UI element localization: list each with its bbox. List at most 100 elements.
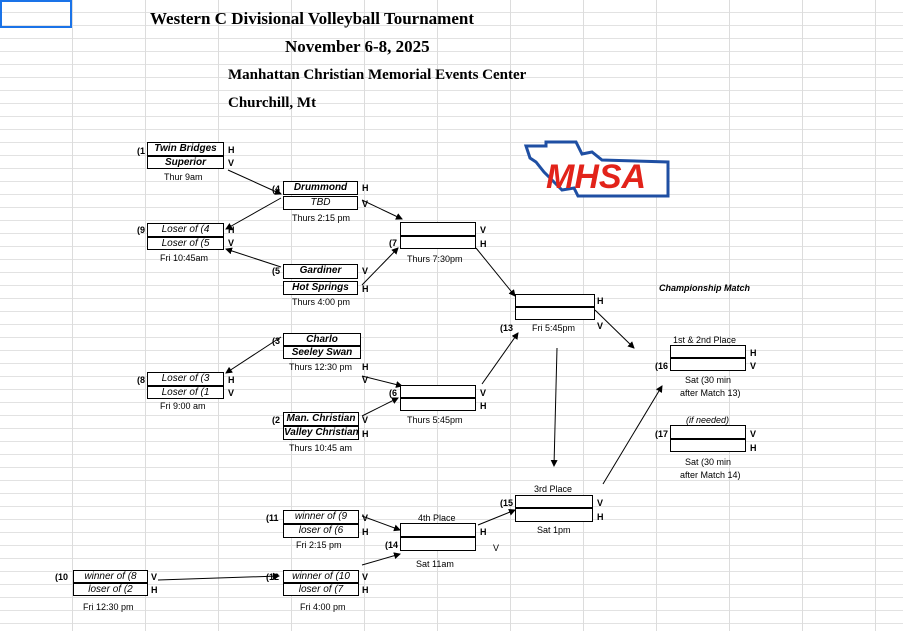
match-14-number: (14 [385, 540, 399, 550]
match-7-bottom-hv: H [480, 239, 487, 249]
match-17-bottom-slot[interactable] [670, 439, 746, 452]
match-12-bottom-team[interactable]: loser of (7 [283, 583, 359, 596]
match-15-top-slot[interactable] [515, 495, 593, 508]
match-14-top-slot[interactable] [400, 523, 476, 537]
match-17-time: Sat (30 min [685, 457, 732, 467]
match-7-bottom-slot[interactable] [400, 236, 476, 249]
match-8-top-team[interactable]: Loser of (3 [147, 372, 224, 386]
match-16-top-hv: H [750, 348, 757, 358]
match-15-bottom-slot[interactable] [515, 508, 593, 522]
match-1-top-hv: H [228, 145, 235, 155]
match-6-top-slot[interactable] [400, 385, 476, 398]
match-16-label: 1st & 2nd Place [673, 335, 737, 345]
match-2-time: Thurs 10:45 am [289, 443, 353, 453]
match-10-top-team[interactable]: winner of (8 [73, 570, 148, 583]
match-11-top-hv: V [362, 513, 369, 523]
match-12-time: Fri 4:00 pm [300, 602, 346, 612]
venue: Manhattan Christian Memorial Events Cent… [228, 67, 527, 83]
match-10-top-hv: V [151, 572, 158, 582]
match-4-bottom-team[interactable]: TBD [283, 196, 358, 210]
match-2-top-hv: V [362, 415, 369, 425]
match-10-bottom-team[interactable]: loser of (2 [73, 583, 148, 596]
match-16-bottom-slot[interactable] [670, 358, 746, 371]
match-17-bottom-hv: H [750, 443, 757, 453]
match-5-top-hv: V [362, 266, 369, 276]
match-11-time: Fri 2:15 pm [296, 540, 342, 550]
logo-text: MHSA [546, 158, 646, 196]
match-7-number: (7 [389, 238, 398, 248]
match-8-top-hv: H [228, 375, 235, 385]
match-9-top-team[interactable]: Loser of (4 [147, 223, 224, 237]
match-2-bottom-hv: H [362, 429, 369, 439]
match-17-top-slot[interactable] [670, 425, 746, 439]
match-9-time: Fri 10:45am [160, 253, 209, 263]
match-9-bottom-hv: V [228, 238, 235, 248]
match-1-number: (1 [137, 146, 146, 156]
match-4-bottom-hv: V [362, 199, 369, 209]
match-1-top-team[interactable]: Twin Bridges [147, 142, 224, 156]
match-2-top-team[interactable]: Man. Christian [283, 412, 359, 426]
match-9-bottom-team[interactable]: Loser of (5 [147, 237, 224, 250]
match-17-number: (17 [655, 429, 669, 439]
match-5-bottom-team[interactable]: Hot Springs [283, 281, 358, 295]
match-14-bottom-hv: V [493, 543, 500, 553]
match-3-top-hv: H [362, 362, 369, 372]
match-12-top-hv: V [362, 572, 369, 582]
match-10-number: (10 [55, 572, 69, 582]
match-7-top-slot[interactable] [400, 222, 476, 236]
match-15-label: 3rd Place [534, 484, 573, 494]
match-7-top-hv: V [480, 225, 487, 235]
match-13-time: Fri 5:45pm [532, 323, 576, 333]
match-10-time: Fri 12:30 pm [83, 602, 134, 612]
match-17-label: (if needed) [686, 415, 730, 425]
match-1-time: Thur 9am [164, 172, 203, 182]
match-14-time: Sat 11am [416, 559, 454, 569]
match-3-top-team[interactable]: Charlo [283, 333, 361, 346]
match-13-bottom-hv: V [597, 321, 604, 331]
match-16-number: (16 [655, 361, 669, 371]
match-13-number: (13 [500, 323, 514, 333]
match-11-number: (11 [266, 513, 279, 523]
match-5-time: Thurs 4:00 pm [292, 297, 351, 307]
match-10-bottom-hv: H [151, 585, 158, 595]
match-11-bottom-hv: H [362, 527, 369, 537]
match-6-top-hv: V [480, 388, 487, 398]
match-2-bottom-team[interactable]: Valley Christian [283, 426, 359, 440]
match-8-number: (8 [137, 375, 146, 385]
match-17-top-hv: V [750, 429, 757, 439]
city: Churchill, Mt [228, 95, 317, 111]
selected-cell[interactable] [0, 0, 72, 28]
match-5-top-team[interactable]: Gardiner [283, 264, 358, 279]
match-15-time: Sat 1pm [537, 525, 571, 535]
match-11-top-team[interactable]: winner of (9 [283, 510, 359, 524]
match-4-top-hv: H [362, 183, 369, 193]
match-14-top-hv: H [480, 527, 487, 537]
match-3-time: Thurs 12:30 pm [289, 362, 353, 372]
match-13-top-slot[interactable] [515, 294, 595, 307]
match-16-top-slot[interactable] [670, 345, 746, 358]
match-4-top-team[interactable]: Drummond [283, 181, 358, 195]
match-1-bottom-team[interactable]: Superior [147, 156, 224, 169]
match-9-top-hv: H [228, 225, 235, 235]
match-17-time-note: after Match 14) [680, 470, 741, 480]
match-13-top-hv: H [597, 296, 604, 306]
match-16-bottom-hv: V [750, 361, 757, 371]
match-3-bottom-team[interactable]: Seeley Swan [283, 346, 361, 359]
match-8-time: Fri 9:00 am [160, 401, 206, 411]
match-16-time: Sat (30 min [685, 375, 732, 385]
match-13-bottom-slot[interactable] [515, 307, 595, 320]
match-6-bottom-slot[interactable] [400, 398, 476, 411]
match-11-bottom-team[interactable]: loser of (6 [283, 524, 359, 538]
match-5-bottom-hv: H [362, 284, 369, 294]
match-15-bottom-hv: H [597, 512, 604, 522]
match-14-bottom-slot[interactable] [400, 537, 476, 551]
match-8-bottom-team[interactable]: Loser of (1 [147, 386, 224, 399]
match-12-top-team[interactable]: winner of (10 [283, 570, 359, 583]
match-14-label: 4th Place [418, 513, 456, 523]
championship-title: Championship Match [659, 283, 751, 293]
match-15-number: (15 [500, 498, 514, 508]
match-4-number: (4 [272, 184, 281, 194]
match-12-number: (12 [266, 572, 280, 582]
match-6-time: Thurs 5:45pm [407, 415, 463, 425]
tournament-title: Western C Divisional Volleyball Tourname… [150, 9, 474, 28]
